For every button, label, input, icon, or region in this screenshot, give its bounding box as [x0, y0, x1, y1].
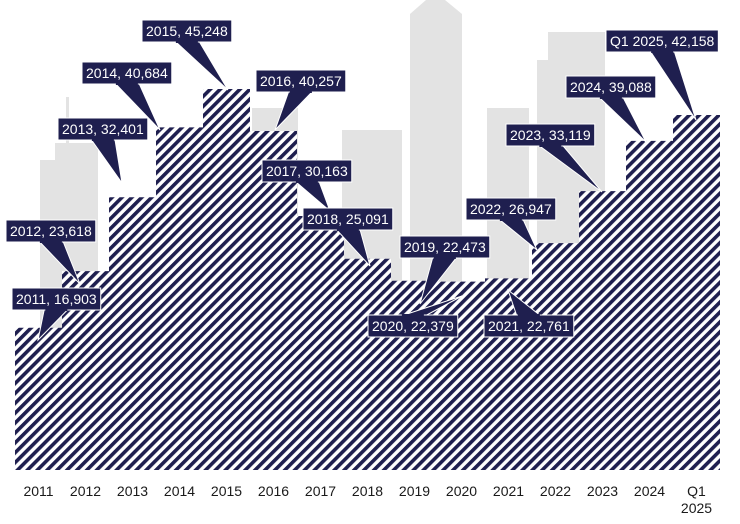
- data-label: 2022, 26,947: [465, 197, 557, 251]
- data-label: 2019, 22,473: [399, 235, 491, 305]
- data-label: 2013, 32,401: [57, 117, 149, 184]
- data-label: 2017, 30,163: [261, 159, 353, 213]
- data-label-text: Q1 2025, 42,158: [610, 33, 715, 49]
- data-label-text: 2019, 22,473: [404, 239, 486, 255]
- data-label: 2016, 40,257: [255, 69, 347, 131]
- data-label: Q1 2025, 42,158: [605, 29, 719, 121]
- data-label: 2024, 39,088: [565, 75, 657, 143]
- x-tick-label: 2016: [258, 483, 289, 499]
- data-label-pointer: [293, 180, 332, 213]
- data-label-text: 2016, 40,257: [260, 73, 342, 89]
- x-tick-label: 2023: [587, 483, 618, 499]
- x-tick-label: 2021: [493, 483, 524, 499]
- data-label-text: 2021, 22,761: [488, 318, 570, 334]
- data-label-text: 2011, 16,903: [16, 291, 97, 307]
- x-tick-label: 2025: [681, 500, 712, 516]
- data-label: 2023, 33,119: [505, 123, 603, 193]
- data-label: 2020, 22,379: [367, 295, 463, 338]
- data-label-text: 2023, 33,119: [510, 127, 591, 143]
- x-tick-label: 2022: [540, 483, 571, 499]
- data-label-text: 2013, 32,401: [62, 121, 144, 137]
- data-area: [15, 89, 720, 470]
- data-label: 2014, 40,684: [81, 61, 173, 131]
- data-label-pointer: [649, 50, 697, 121]
- x-tick-label: Q1: [687, 483, 706, 499]
- data-label-text: 2017, 30,163: [266, 163, 348, 179]
- x-tick-label: 2013: [117, 483, 148, 499]
- x-tick-label: 2011: [23, 483, 53, 499]
- data-label: 2015, 45,248: [141, 19, 233, 91]
- data-label-text: 2024, 39,088: [570, 79, 652, 95]
- data-label: 2011, 16,903: [11, 287, 102, 342]
- x-tick-label: 2015: [211, 483, 242, 499]
- x-tick-label: 2012: [70, 483, 101, 499]
- x-tick-label: 2014: [164, 483, 195, 499]
- data-label: 2021, 22,761: [483, 288, 575, 338]
- x-tick-label: 2024: [634, 483, 665, 499]
- data-label-text: 2015, 45,248: [146, 23, 228, 39]
- data-label-text: 2022, 26,947: [470, 201, 552, 217]
- x-tick-label: 2017: [305, 483, 336, 499]
- data-label: 2018, 25,091: [302, 207, 394, 267]
- data-label-pointer: [597, 96, 647, 143]
- x-tick-label: 2018: [352, 483, 383, 499]
- x-tick-label: 2019: [399, 483, 430, 499]
- data-label-pointer: [173, 40, 229, 91]
- x-tick-label: 2020: [446, 483, 477, 499]
- data-label-text: 2012, 23,618: [10, 223, 92, 239]
- data-label-text: 2014, 40,684: [86, 65, 168, 81]
- data-label-text: 2018, 25,091: [307, 211, 389, 227]
- data-label: 2012, 23,618: [5, 219, 97, 285]
- data-label-text: 2020, 22,379: [372, 318, 454, 334]
